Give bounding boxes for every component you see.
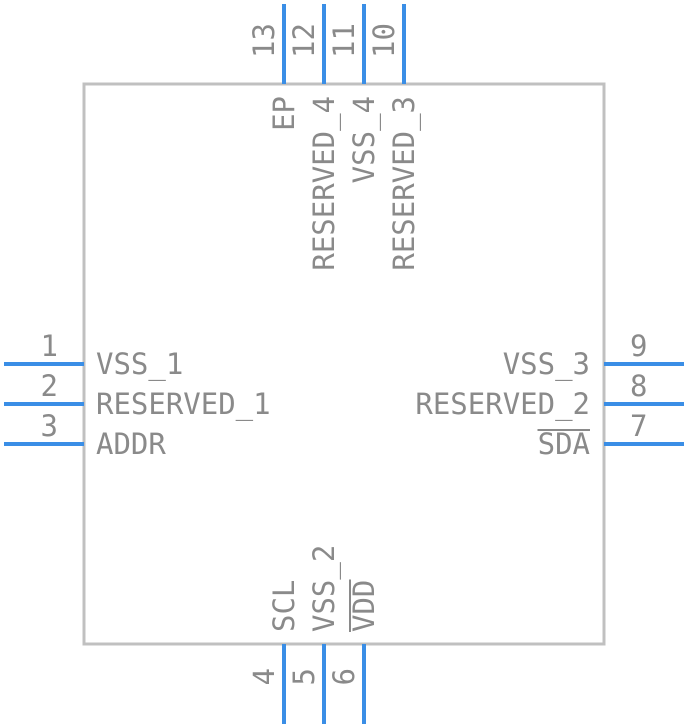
pin-13-number: 13 [247, 23, 281, 58]
pin-13-name: EP [267, 96, 301, 131]
pin-5-number: 5 [287, 668, 321, 685]
pin-6-name: VDD [347, 580, 381, 632]
pin-1-name: VSS_1 [96, 347, 183, 382]
pin-10-number: 10 [367, 23, 401, 58]
pin-8-number: 8 [630, 369, 647, 403]
pin-11-name: VSS_4 [347, 96, 382, 183]
pin-5-name: VSS_2 [307, 545, 342, 632]
pin-2-name: RESERVED_1 [96, 387, 271, 422]
pin-10-name: RESERVED_3 [387, 96, 422, 271]
pin-8-name: RESERVED_2 [415, 387, 590, 422]
pin-7-number: 7 [630, 409, 647, 443]
pin-7-name: SDA [538, 427, 590, 461]
pin-3-number: 3 [41, 409, 58, 443]
pin-3-name: ADDR [96, 427, 166, 461]
pin-9-number: 9 [630, 329, 647, 363]
pin-2-number: 2 [41, 369, 58, 403]
pin-6-number: 6 [327, 668, 361, 685]
pin-11-number: 11 [327, 23, 361, 58]
pin-4-number: 4 [247, 668, 281, 685]
pin-1-number: 1 [41, 329, 58, 363]
pin-12-name: RESERVED_4 [307, 96, 342, 271]
pin-12-number: 12 [287, 23, 321, 58]
component-body [82, 82, 606, 646]
pin-9-name: VSS_3 [503, 347, 590, 382]
pin-4-name: SCL [267, 580, 301, 632]
